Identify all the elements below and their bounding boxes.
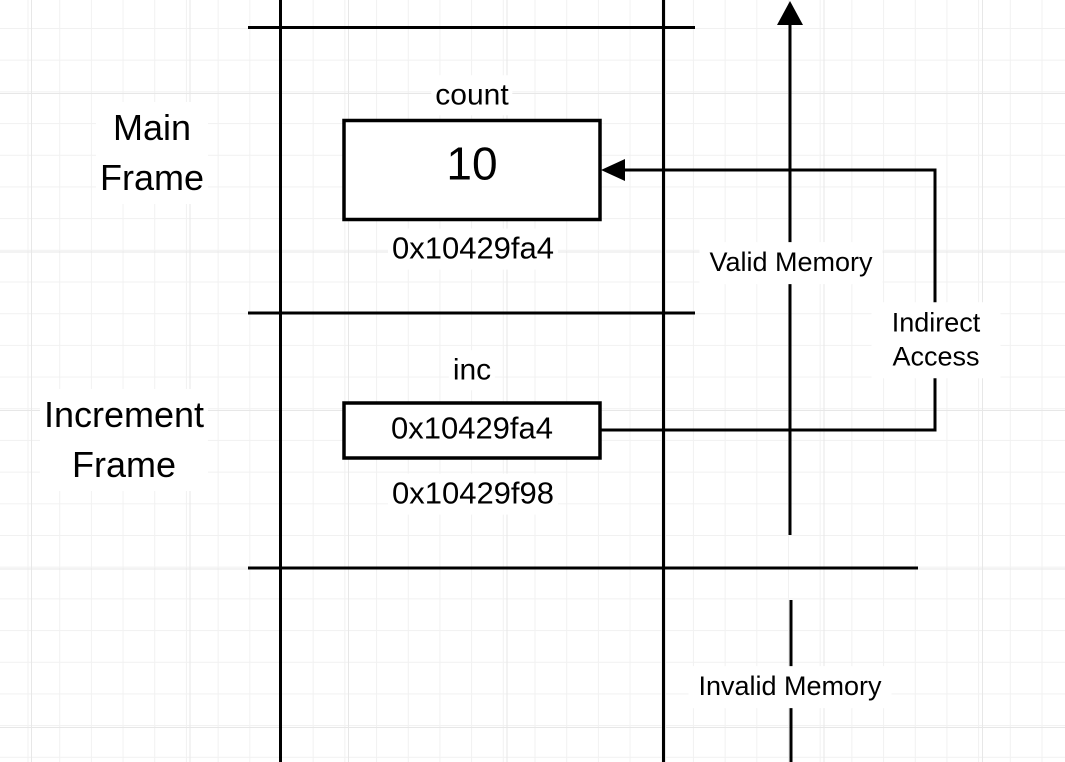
count-address: 0x10429fa4: [387, 228, 559, 270]
count-box: [342, 118, 602, 222]
count-variable-name: count: [431, 75, 513, 115]
inc-variable-name: inc: [448, 350, 496, 390]
indirect-access-path: [600, 168, 937, 432]
invalid-memory-label: Invalid Memory: [688, 666, 892, 708]
inc-box: [342, 401, 602, 460]
increment-frame-label: Increment Frame: [39, 389, 209, 491]
indirect-access-arrowhead-icon: [601, 159, 625, 181]
inc-address: 0x10429f98: [387, 473, 559, 515]
valid-memory-label: Valid Memory: [699, 242, 883, 284]
main-frame-label: Main Frame: [95, 102, 209, 204]
valid-memory-arrowhead-icon: [777, 1, 803, 25]
inc-value: 0x10429fa4: [390, 410, 554, 446]
count-value: 10: [446, 137, 498, 190]
indirect-access-label: Indirect Access: [871, 302, 1001, 378]
